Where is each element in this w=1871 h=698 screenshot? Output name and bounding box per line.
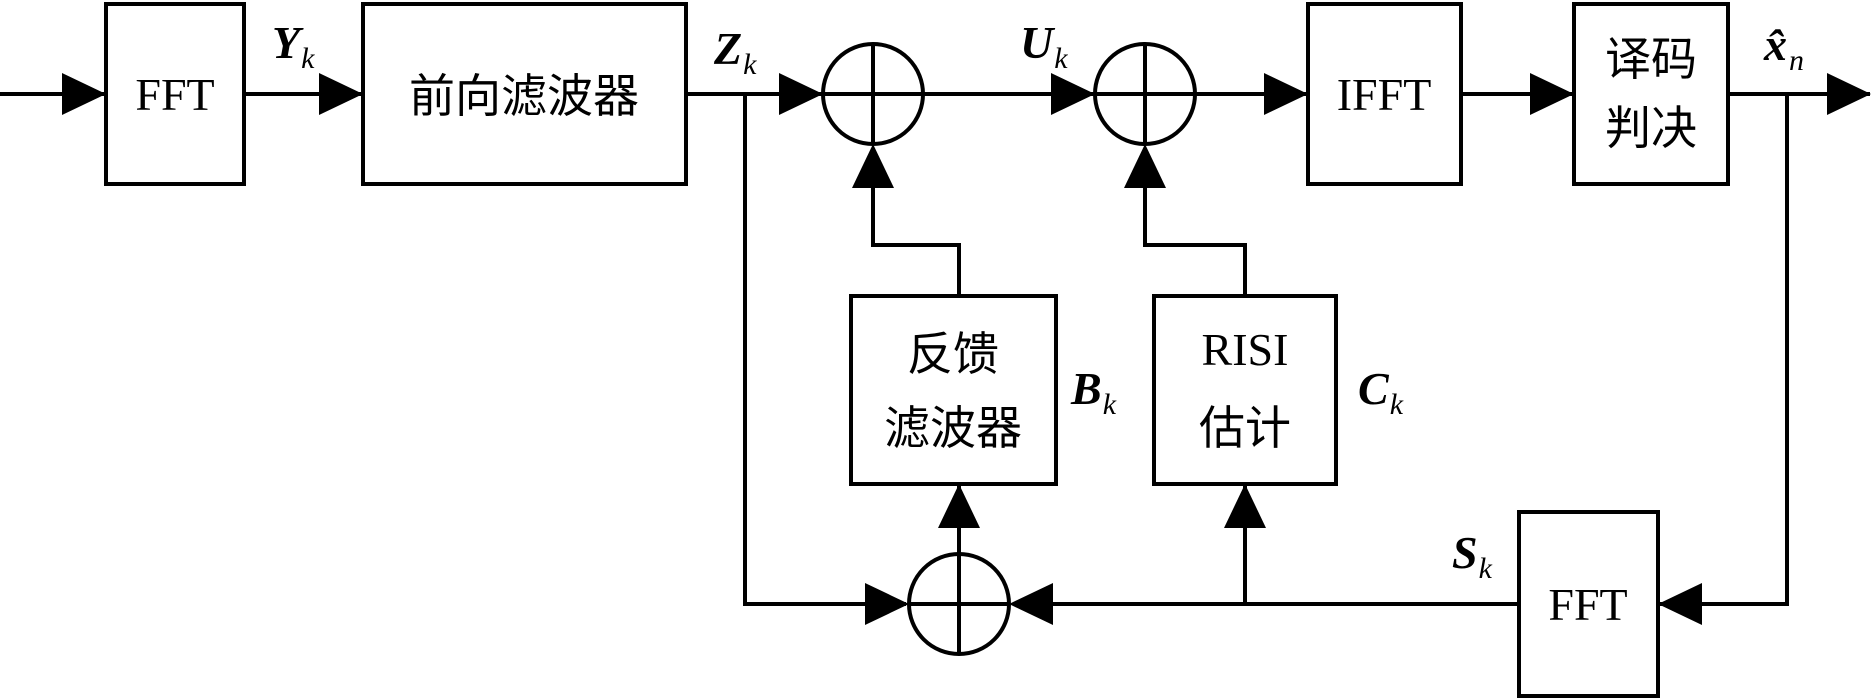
arrowheads xyxy=(62,73,1871,625)
arrow-into-feedback-filter xyxy=(938,484,980,528)
forward-filter-label: 前向滤波器 xyxy=(409,69,639,123)
feedback-fft-block: FFT xyxy=(1517,510,1660,698)
fft-block: FFT xyxy=(104,2,246,186)
risi-estimate-block: RISI 估计 xyxy=(1152,294,1338,486)
signal-u-label: Uk xyxy=(1020,17,1068,75)
decision-block: 译码 判决 xyxy=(1572,2,1730,186)
signal-xhat-label: x̂n xyxy=(1763,19,1804,77)
summing-junction-1 xyxy=(821,42,925,146)
arrow-into-decision xyxy=(1530,73,1574,115)
feedback-fft-label: FFT xyxy=(1548,579,1627,630)
risi-label-line2: 估计 xyxy=(1199,401,1291,455)
feedback-filter-label-line2: 滤波器 xyxy=(884,401,1022,455)
arrow-sum3-from-right xyxy=(1009,583,1053,625)
ifft-block: IFFT xyxy=(1306,2,1463,186)
summing-junction-2 xyxy=(1093,42,1197,146)
ifft-block-label: IFFT xyxy=(1337,69,1432,120)
arrow-into-fb-fft xyxy=(1658,583,1702,625)
feedback-filter-label-line1: 反馈 xyxy=(907,327,999,381)
risi-label-line1: RISI xyxy=(1202,324,1289,375)
decision-label-line2: 判决 xyxy=(1605,101,1697,155)
arrow-into-sum1 xyxy=(779,73,823,115)
summing-junction-3 xyxy=(907,552,1011,656)
signal-b-label: Bk xyxy=(1070,363,1117,421)
arrow-into-forward-filter xyxy=(319,73,363,115)
signal-c-label: Ck xyxy=(1358,363,1404,421)
wire-z-branch xyxy=(743,94,906,606)
wire-feedback-filter-to-sum1 xyxy=(871,150,961,296)
arrow-into-risi xyxy=(1224,484,1266,528)
arrow-into-sum2 xyxy=(1051,73,1095,115)
wire-risi-to-sum2 xyxy=(1143,150,1247,296)
arrow-sum1-from-below xyxy=(852,144,894,188)
fft-block-label: FFT xyxy=(135,69,214,120)
arrow-into-fft xyxy=(62,73,106,115)
signal-y-label: Yk xyxy=(272,17,315,75)
arrow-sum2-from-below xyxy=(1124,144,1166,188)
signal-z-label: Zk xyxy=(713,23,757,81)
feedback-filter-block: 反馈 滤波器 xyxy=(849,294,1058,486)
arrow-output xyxy=(1827,73,1871,115)
forward-filter-block: 前向滤波器 xyxy=(361,2,688,186)
arrow-sum3-from-left xyxy=(865,583,909,625)
signal-s-label: Sk xyxy=(1452,527,1493,585)
arrow-into-ifft xyxy=(1264,73,1308,115)
decision-label-line1: 译码 xyxy=(1605,32,1697,86)
wires xyxy=(0,92,1870,606)
